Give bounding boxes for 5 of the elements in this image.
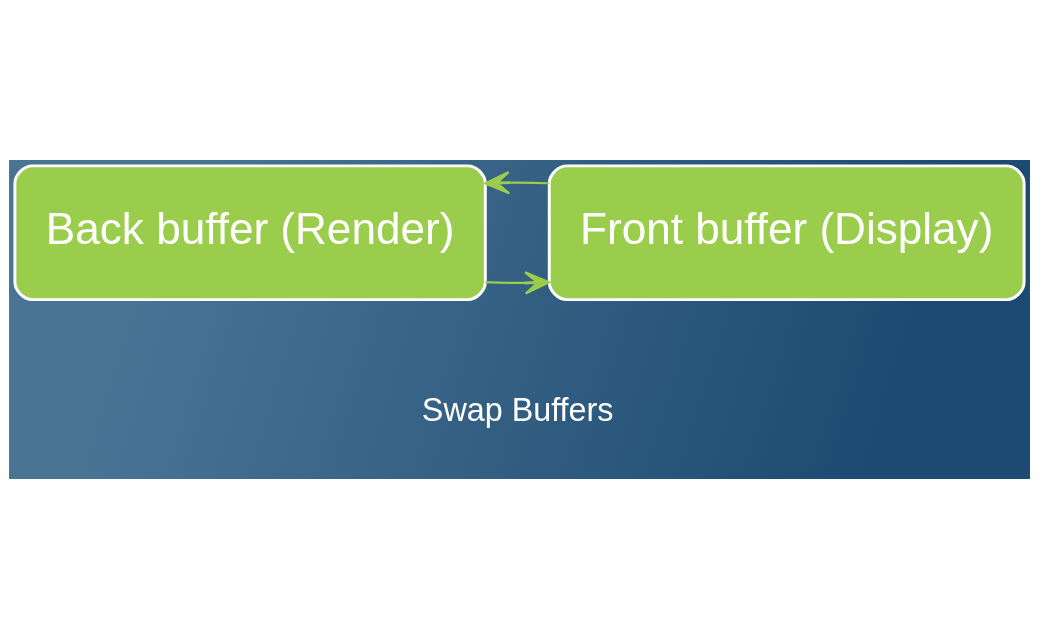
label: Swap Buffers	[421, 391, 614, 428]
node-box: Front buffer (Display)	[547, 163, 1026, 301]
node-box: Back buffer (Render)	[13, 163, 487, 301]
arrow	[485, 270, 551, 295]
arrow	[484, 170, 549, 194]
